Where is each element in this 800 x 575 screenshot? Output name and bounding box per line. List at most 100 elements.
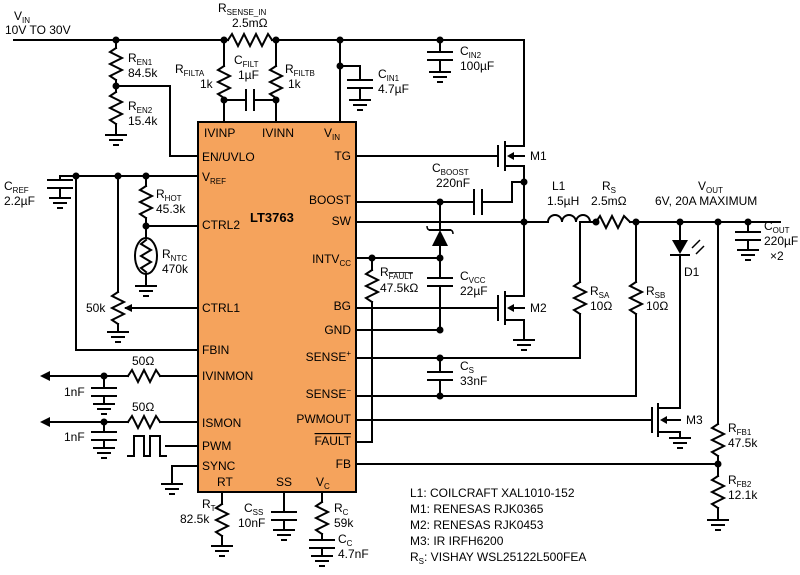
rs-value: 2.5mΩ bbox=[591, 194, 627, 208]
pin-tg: TG bbox=[334, 149, 351, 163]
rsb-label: RSB bbox=[646, 284, 665, 300]
cin2-branch bbox=[427, 39, 453, 83]
bom-line-m2: M2: RENESAS RJK0453 bbox=[410, 518, 544, 532]
rfault-value: 47.5kΩ bbox=[380, 281, 418, 295]
cin2-label: CIN2 bbox=[460, 44, 482, 60]
boost-diode bbox=[426, 201, 454, 259]
pin-sw: SW bbox=[332, 214, 352, 228]
pin-sense-plus: SENSE+ bbox=[306, 349, 352, 364]
rc-value: 59k bbox=[334, 516, 354, 530]
pin-ivinmon: IVINMON bbox=[202, 369, 253, 383]
rfiltb-label: RFILTB bbox=[285, 62, 315, 78]
sync-ground bbox=[161, 465, 199, 495]
ren2-label: REN2 bbox=[128, 99, 153, 115]
rfiltb-value: 1k bbox=[288, 77, 302, 91]
vout-spec: 6V, 20A MAXIMUM bbox=[655, 194, 757, 208]
ismon-out bbox=[40, 413, 199, 459]
vref-net bbox=[47, 175, 199, 351]
cvcc-label: CVCC bbox=[460, 269, 486, 285]
vin-range: 10V TO 30V bbox=[5, 23, 71, 37]
lt3763-ic-body bbox=[197, 121, 357, 493]
pwm-pulse-icon bbox=[127, 435, 199, 457]
m1-label: M1 bbox=[530, 149, 547, 163]
rfb2-label: RFB2 bbox=[728, 473, 752, 489]
css-value: 10nF bbox=[238, 516, 265, 530]
pin-en-uvlo: EN/UVLO bbox=[202, 150, 255, 164]
cfilt-label: CFILT bbox=[234, 53, 259, 69]
rfilta-label: RFILTA bbox=[175, 62, 205, 78]
pot-value: 50k bbox=[86, 301, 106, 315]
rt-value: 82.5k bbox=[180, 512, 210, 526]
m2-label: M2 bbox=[530, 301, 547, 315]
pin-vref: VREF bbox=[202, 170, 226, 186]
pin-ivinn: IVINN bbox=[262, 126, 294, 140]
rt-label: RT bbox=[202, 497, 216, 513]
led-string bbox=[355, 221, 705, 449]
pin-fault: FAULT bbox=[315, 434, 352, 448]
rfb2-value: 12.1k bbox=[728, 488, 758, 502]
cref-label: CREF bbox=[4, 179, 29, 195]
rs-label: RS bbox=[602, 179, 616, 195]
r50-ivinmon: 50Ω bbox=[132, 354, 154, 368]
bom-line-m1: M1: RENESAS RJK0365 bbox=[410, 502, 544, 516]
bom-line-m3: M3: IR IRFH6200 bbox=[410, 534, 504, 548]
m3-label: M3 bbox=[686, 413, 703, 427]
bom-notes: L1: COILCRAFT XAL1010-152 M1: RENESAS RJ… bbox=[410, 486, 586, 566]
pin-ss: SS bbox=[276, 475, 292, 489]
cin1-branch bbox=[339, 39, 373, 123]
r50-ismon: 50Ω bbox=[132, 400, 154, 414]
cout-value: 220µF bbox=[764, 234, 798, 248]
bom-line-rs: RS: VISHAY WSL25122L500FEA bbox=[410, 550, 586, 566]
pin-vc: VC bbox=[316, 475, 330, 491]
vin-label: VIN bbox=[14, 9, 30, 25]
pin-vin: VIN bbox=[324, 126, 340, 142]
cc-value: 4.7nF bbox=[338, 547, 369, 561]
l1-value: 1.5µH bbox=[547, 194, 579, 208]
m2-mosfet bbox=[355, 221, 535, 351]
cfilt-value: 1µF bbox=[238, 68, 259, 82]
cvcc-value: 22µF bbox=[460, 284, 488, 298]
rsense-in-value: 2.5mΩ bbox=[232, 16, 268, 30]
pin-fbin: FBIN bbox=[202, 343, 229, 357]
cboost-label: CBOOST bbox=[432, 161, 469, 177]
rsa-value: 10Ω bbox=[590, 299, 612, 313]
rhot-label: RHOT bbox=[156, 187, 182, 203]
output-path bbox=[355, 213, 781, 397]
pin-ismon: ISMON bbox=[202, 416, 241, 430]
cout-mult: ×2 bbox=[770, 249, 784, 263]
pin-sense-minus: SENSE− bbox=[306, 386, 352, 401]
pin-rt: RT bbox=[217, 475, 233, 489]
d1-label: D1 bbox=[684, 265, 700, 279]
rfb1-label: RFB1 bbox=[728, 421, 752, 437]
boost-network bbox=[355, 181, 525, 215]
bom-line-l1: L1: COILCRAFT XAL1010-152 bbox=[410, 486, 575, 500]
rfilta-value: 1k bbox=[200, 77, 214, 91]
vout-label: VOUT bbox=[698, 179, 723, 195]
pin-ivinp: IVINP bbox=[204, 126, 235, 140]
ic-name: LT3763 bbox=[250, 210, 294, 225]
css-label: CSS bbox=[244, 501, 263, 517]
cin2-value: 100µF bbox=[460, 59, 494, 73]
cc-label: CC bbox=[338, 532, 353, 548]
pin-gnd: GND bbox=[324, 323, 351, 337]
cs-value: 33nF bbox=[460, 374, 487, 388]
bottom-components bbox=[211, 491, 335, 567]
rsa-label: RSA bbox=[590, 284, 610, 300]
cref-value: 2.2µF bbox=[4, 194, 35, 208]
pin-intvcc: INTVCC bbox=[312, 252, 351, 268]
rntc-label: RNTC bbox=[162, 247, 187, 263]
feedback-divider bbox=[355, 221, 729, 531]
rfault-label: RFAULT bbox=[380, 265, 413, 281]
pin-boost: BOOST bbox=[309, 193, 352, 207]
pin-fb: FB bbox=[336, 457, 351, 471]
ren2-value: 15.4k bbox=[128, 114, 158, 128]
pin-bg: BG bbox=[334, 299, 351, 313]
pin-pwm: PWM bbox=[202, 439, 231, 453]
cin1-label: CIN1 bbox=[378, 67, 400, 83]
rhot-value: 45.3k bbox=[156, 202, 186, 216]
vin-rail bbox=[13, 31, 525, 133]
sw-node bbox=[355, 214, 597, 224]
ren1-label: REN1 bbox=[128, 51, 153, 67]
